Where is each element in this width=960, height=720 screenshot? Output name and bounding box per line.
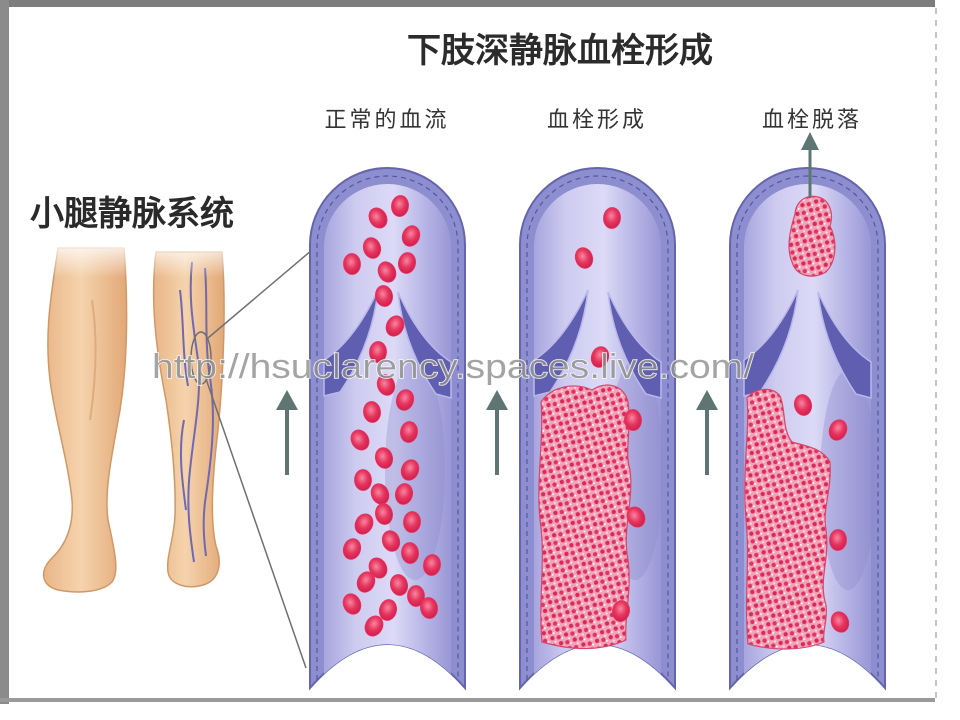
red-blood-cell — [401, 542, 419, 564]
red-blood-cell — [377, 261, 397, 283]
vein-wall-dashed-line — [316, 175, 459, 680]
red-blood-cell — [368, 557, 388, 579]
left-leg — [43, 247, 128, 593]
red-blood-cell — [603, 207, 621, 229]
thrombi — [538, 195, 836, 650]
red-blood-cell — [420, 597, 438, 619]
red-blood-cell — [398, 252, 416, 274]
vein-wall-dashed-line — [526, 175, 669, 680]
left-leg-calf-shading — [89, 299, 97, 421]
red-blood-cell — [590, 346, 610, 368]
red-blood-cell — [356, 571, 376, 593]
valve-left-cusp — [533, 289, 589, 397]
flow-arrow-segment-1 — [276, 390, 298, 475]
red-blood-cell — [407, 585, 425, 607]
valve-left-cusp — [743, 289, 799, 397]
red-blood-cell — [375, 503, 393, 525]
arrow-up-icon — [486, 390, 508, 410]
red-blood-cells — [342, 195, 850, 637]
arrow-up-icon — [276, 390, 298, 410]
red-blood-cell — [612, 600, 630, 622]
watermark-url: http://hsuclarency.spaces.live.com/ — [152, 348, 755, 386]
red-blood-cell — [368, 207, 388, 229]
red-blood-cell — [364, 615, 384, 637]
leg-top-fade — [30, 238, 240, 278]
leg-vein — [179, 419, 187, 511]
red-blood-cell — [354, 469, 372, 491]
legs-illustration — [30, 238, 240, 593]
red-blood-cell — [375, 285, 393, 307]
flow-arrows — [276, 132, 819, 475]
red-blood-cell — [362, 237, 382, 259]
red-blood-cell — [400, 421, 418, 443]
red-blood-cell — [376, 374, 396, 396]
red-blood-cell — [342, 593, 362, 615]
red-blood-cell — [626, 506, 646, 528]
red-blood-cell — [391, 195, 409, 217]
frame-top-border — [0, 0, 935, 7]
red-blood-cell — [401, 225, 421, 247]
red-blood-cell — [830, 611, 850, 633]
panel-label-normal-flow: 正常的血流 — [324, 108, 449, 133]
red-blood-cell — [350, 429, 370, 451]
valve-right-cusp — [817, 291, 872, 399]
red-blood-cell — [793, 394, 813, 416]
red-blood-cell — [828, 419, 848, 441]
red-blood-cell — [374, 447, 394, 469]
red-blood-cell — [403, 511, 421, 533]
red-blood-cell — [395, 389, 415, 411]
red-blood-cell — [363, 401, 381, 423]
frame-left-border — [0, 0, 9, 704]
red-blood-cell — [829, 529, 847, 551]
red-blood-cell — [423, 554, 441, 576]
red-blood-cell — [354, 513, 374, 535]
zoom-line-lower — [204, 375, 307, 669]
red-blood-cell — [574, 247, 594, 269]
embolus-travel-arrow — [801, 132, 819, 198]
zoom-line-upper — [207, 249, 313, 339]
red-blood-cell — [381, 530, 401, 552]
red-blood-cell — [385, 315, 405, 337]
arrow-up-icon — [696, 390, 718, 410]
panel-label-thrombus-detachment: 血栓脱落 — [762, 108, 862, 133]
valve-right-cusp — [397, 291, 452, 399]
red-blood-cell — [342, 538, 362, 560]
leg-vein-network — [179, 261, 214, 563]
red-blood-cell — [378, 599, 398, 621]
image-frame — [0, 0, 937, 704]
red-blood-cell — [624, 409, 642, 431]
flow-arrow-segment-2 — [486, 390, 508, 475]
red-blood-cell — [369, 341, 387, 363]
red-blood-cell — [400, 459, 420, 481]
detached-embolus — [788, 195, 836, 277]
thrombus-mass-segment-3 — [744, 388, 831, 650]
flow-arrow-segment-3 — [696, 390, 718, 475]
frame-bottom-border — [0, 698, 935, 702]
vein-wall-dashed-line — [736, 175, 879, 680]
leg-vein — [202, 267, 214, 557]
zoom-connectors — [190, 249, 313, 669]
thrombus-mass-segment-2 — [538, 384, 632, 650]
valve-right-cusp — [607, 291, 662, 399]
leg-vein — [179, 289, 189, 387]
leg-vein — [187, 261, 201, 563]
leg-venous-system-label: 小腿静脉系统 — [30, 194, 234, 234]
red-blood-cell — [389, 574, 409, 596]
zoom-region-marker — [190, 331, 212, 385]
red-blood-cell — [394, 483, 414, 505]
red-blood-cell — [343, 253, 361, 275]
panel-label-thrombus-formation: 血栓形成 — [547, 108, 647, 133]
diagram-title: 下肢深静脉血栓形成 — [407, 31, 713, 71]
arrow-up-icon — [801, 132, 819, 150]
